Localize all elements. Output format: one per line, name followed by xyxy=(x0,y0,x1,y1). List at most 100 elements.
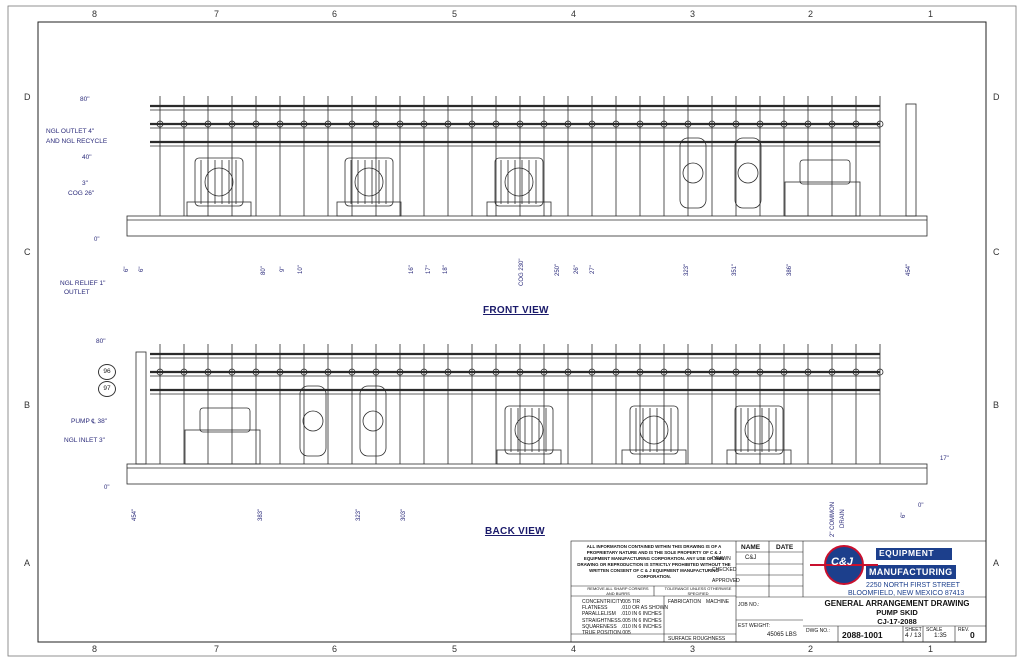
zone-bottom-7: 7 xyxy=(214,644,220,654)
tb-surface: SURFACE ROUGHNESS xyxy=(668,636,726,642)
pump-motor-face xyxy=(204,167,234,197)
flange xyxy=(444,120,452,128)
callout-ngl-relief: NGL RELIEF 1" xyxy=(60,280,106,287)
flange xyxy=(180,368,188,376)
tb-name-header: NAME xyxy=(741,544,761,551)
flange xyxy=(156,368,164,376)
zone-bottom-6: 6 xyxy=(332,644,338,654)
end-panel xyxy=(905,103,917,217)
tb-date-header: DATE xyxy=(776,544,794,551)
balloon-97: 97 xyxy=(98,381,116,397)
pump-motor xyxy=(629,405,679,455)
zone-top-6: 6 xyxy=(332,9,338,19)
pump-motor-face xyxy=(744,415,774,445)
tb-scale-label: SCALE xyxy=(926,627,943,633)
dim-front-zero: 0" xyxy=(94,237,100,243)
balloon-96: 96 xyxy=(98,364,116,380)
sheet-number: 4 / 13 xyxy=(905,632,922,639)
flange xyxy=(780,120,788,128)
zone-top-4: 4 xyxy=(571,9,577,19)
zone-top-2: 2 xyxy=(808,9,814,19)
vessel xyxy=(359,385,387,457)
tolerance-name: TRUE POSITION xyxy=(582,630,621,636)
flange xyxy=(204,120,212,128)
tb-rev-label: REV. xyxy=(958,627,970,633)
tolerance-value: .010 IN 6 INCHES xyxy=(621,611,662,618)
back-view-title: BACK VIEW xyxy=(485,526,545,537)
pump-motor-face xyxy=(354,167,384,197)
callout-front-3: 3" xyxy=(82,180,88,187)
tolerance-name: STRAIGHTNESS xyxy=(582,617,621,624)
pump-base xyxy=(621,449,687,465)
zone-bottom-3: 3 xyxy=(690,644,696,654)
flange xyxy=(252,368,260,376)
flange xyxy=(612,120,620,128)
flange xyxy=(420,368,428,376)
booster-pump-base xyxy=(184,429,261,465)
flange xyxy=(588,120,596,128)
flange xyxy=(228,368,236,376)
tolerance-name: PARALLELISM xyxy=(582,611,616,618)
end-panel xyxy=(135,351,147,465)
tb-drawn-label: DRAWN xyxy=(712,556,731,562)
flange xyxy=(420,120,428,128)
flange xyxy=(732,368,740,376)
flange xyxy=(756,368,764,376)
pump-motor xyxy=(344,157,394,207)
flange xyxy=(588,368,596,376)
scale-value: 1:35 xyxy=(934,632,947,639)
flange xyxy=(348,368,356,376)
flange xyxy=(468,368,476,376)
tb-weight: 45065 LBS xyxy=(767,632,797,638)
vessel-nozzle xyxy=(302,410,324,432)
zone-side-l-D: D xyxy=(24,92,31,102)
flange xyxy=(300,120,308,128)
zone-top-8: 8 xyxy=(92,9,98,19)
flange xyxy=(876,120,884,128)
flange xyxy=(780,368,788,376)
zone-side-l-B: B xyxy=(24,400,31,410)
tolerance-value: .005 IN 6 INCHES xyxy=(621,617,662,624)
zone-side-l-A: A xyxy=(24,558,31,568)
pump-base xyxy=(336,201,402,217)
drawing-title-1: GENERAL ARRANGEMENT DRAWING xyxy=(824,599,970,608)
tb-job-no: JOB NO.: xyxy=(738,602,760,608)
zone-bottom-2: 2 xyxy=(808,644,814,654)
drawing-title-3: CJ-17-2088 xyxy=(877,617,917,626)
tolerance-value: .010 IN 6 INCHES xyxy=(621,623,662,630)
booster-motor xyxy=(799,159,851,185)
flange xyxy=(540,120,548,128)
tolerance-name: CONCENTRICITY xyxy=(582,599,624,605)
flange xyxy=(660,368,668,376)
dim-back-zero-r: 0" xyxy=(918,503,924,509)
flange xyxy=(684,120,692,128)
flange xyxy=(180,120,188,128)
tb-machine: MACHINE xyxy=(706,599,730,605)
zone-bottom-4: 4 xyxy=(571,644,577,654)
flange xyxy=(204,368,212,376)
flange xyxy=(444,368,452,376)
flange xyxy=(276,368,284,376)
flange xyxy=(612,368,620,376)
drawing-title-2: PUMP SKID xyxy=(876,608,918,617)
flange xyxy=(732,120,740,128)
zone-top-3: 3 xyxy=(690,9,696,19)
pump-base xyxy=(486,201,552,217)
flange xyxy=(468,120,476,128)
zone-side-r-B: B xyxy=(993,400,1000,410)
pump-motor xyxy=(194,157,244,207)
tb-dwg-no-label: DWG NO.: xyxy=(806,628,830,634)
pump-base xyxy=(186,201,252,217)
tolerance-name: FLATNESS xyxy=(582,605,608,612)
tolerance-value: .010 OR AS SHOWN xyxy=(621,605,668,612)
vessel-nozzle xyxy=(682,162,704,184)
zone-top-1: 1 xyxy=(928,9,934,19)
tolerance-value: .005 xyxy=(621,630,631,636)
address-line-2: BLOOMFIELD, NEW MEXICO 87413 xyxy=(848,590,965,597)
flange xyxy=(516,368,524,376)
flange xyxy=(348,120,356,128)
tb-checked-label: CHECKED xyxy=(712,567,737,573)
pump-motor xyxy=(504,405,554,455)
